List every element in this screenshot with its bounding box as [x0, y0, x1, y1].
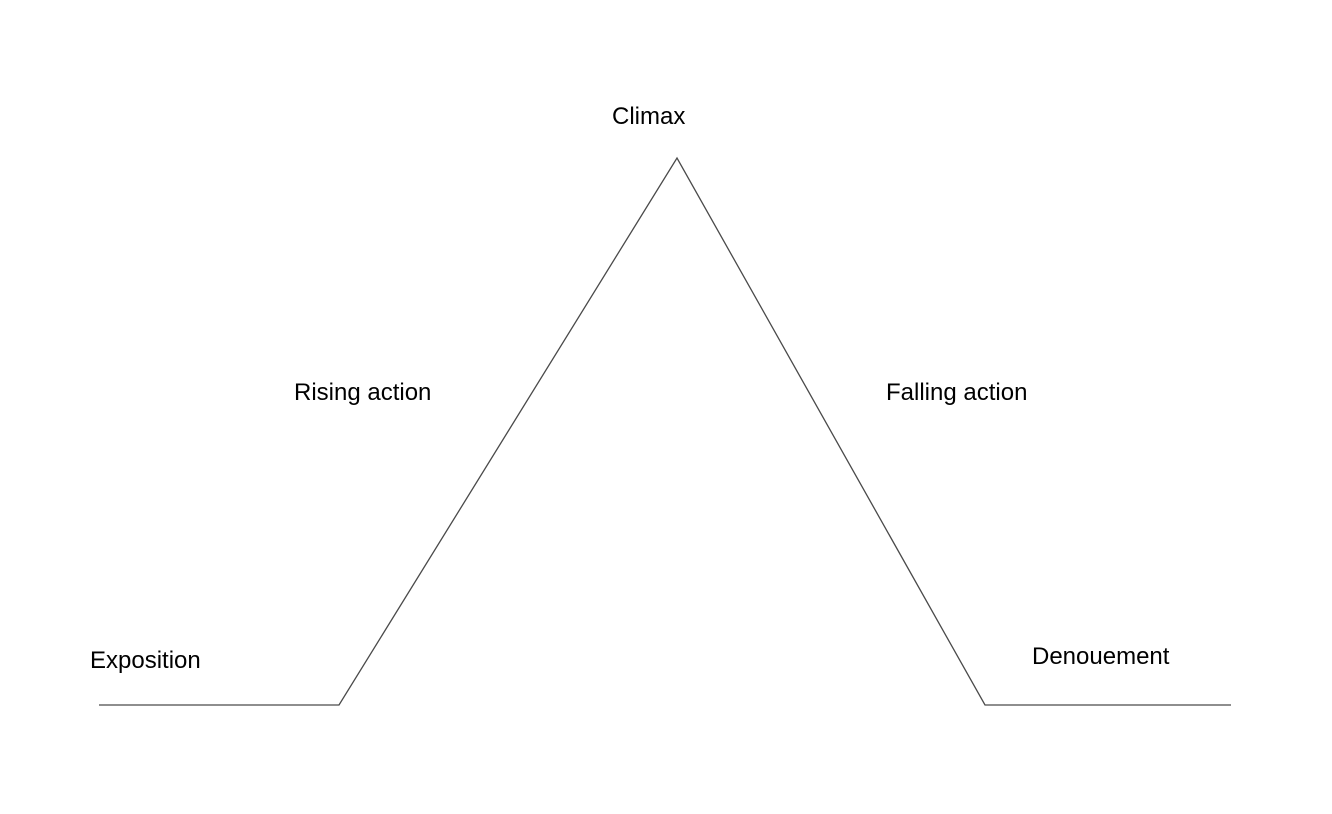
- climax-label: Climax: [612, 103, 686, 130]
- exposition-label: Exposition: [90, 647, 201, 674]
- rising-action-label: Rising action: [294, 379, 432, 406]
- plot-line: [99, 156, 1231, 706]
- denouement-label: Denouement: [1032, 643, 1170, 670]
- falling-action-label: Falling action: [886, 379, 1028, 406]
